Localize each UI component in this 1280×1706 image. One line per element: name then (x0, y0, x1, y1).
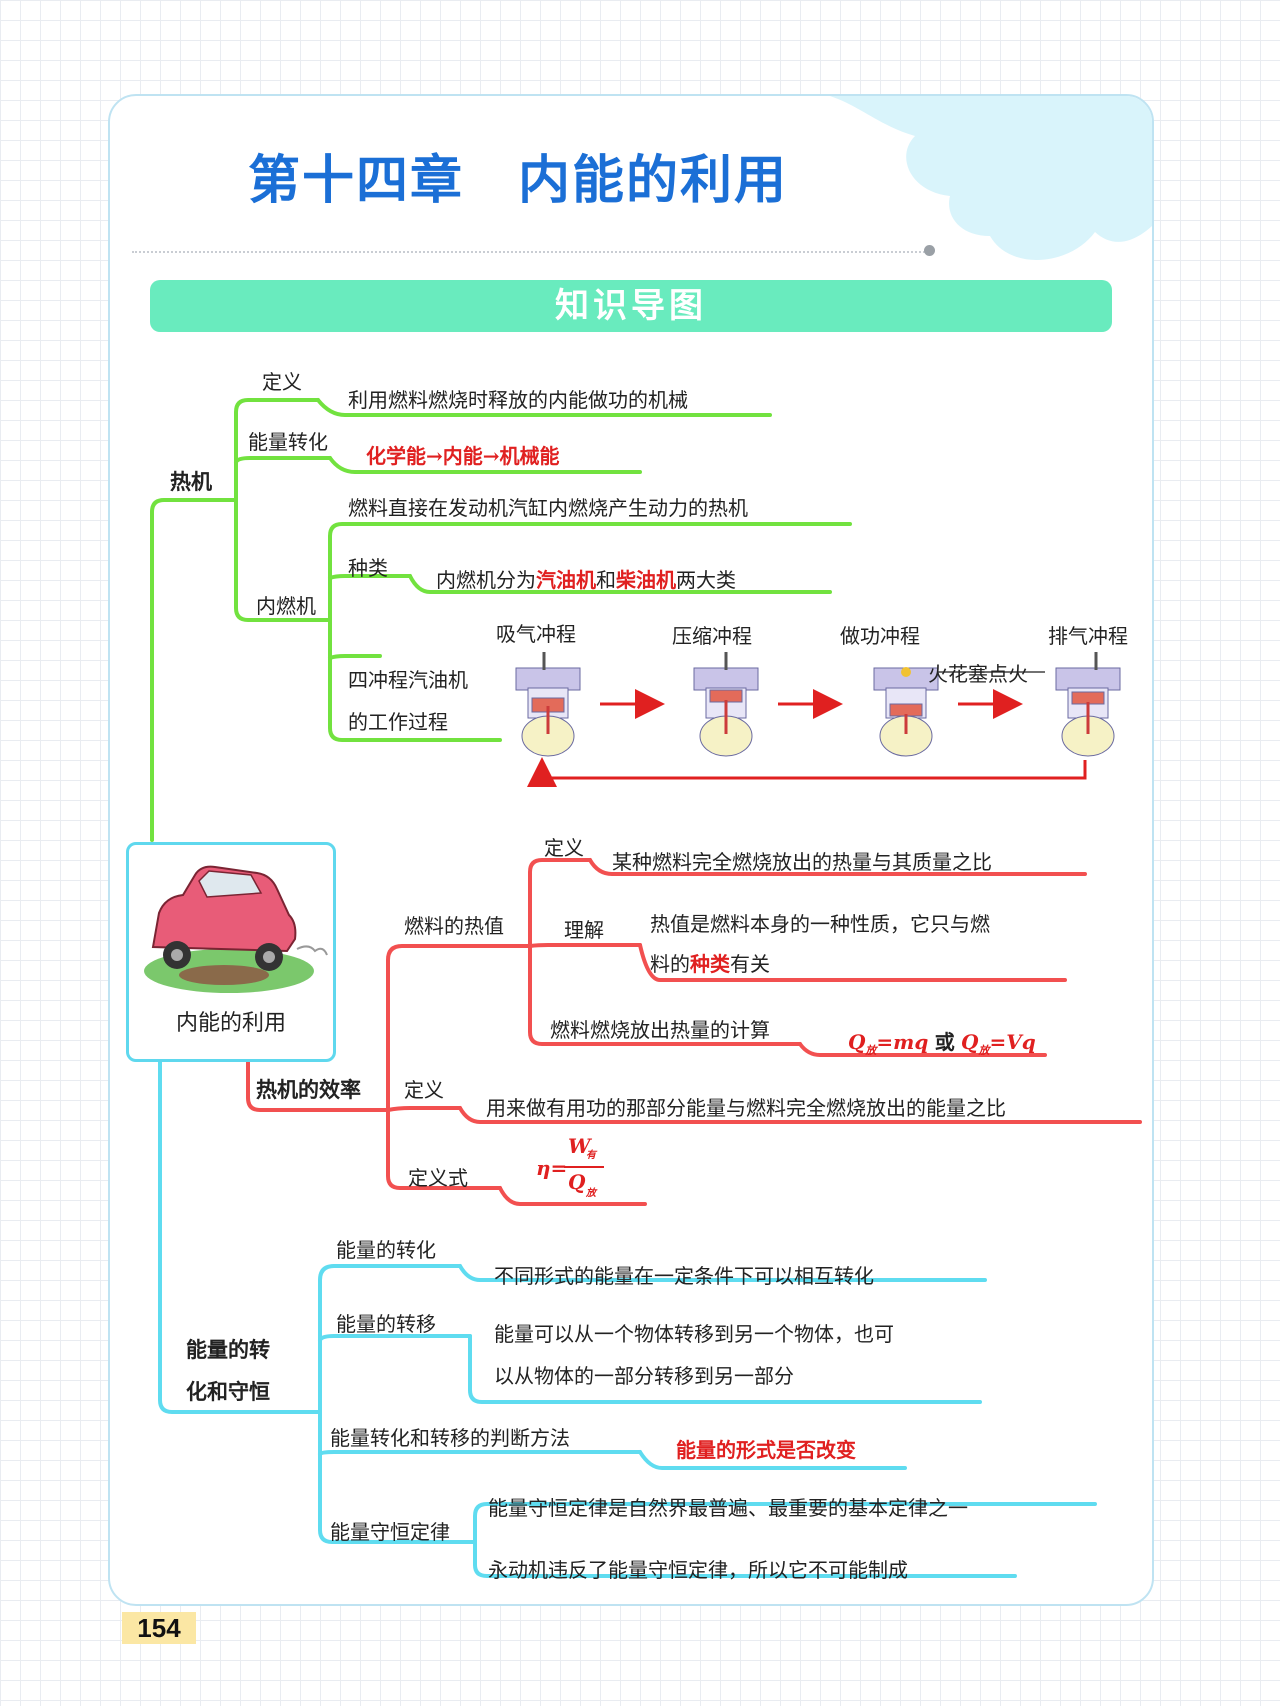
central-topic: 内能的利用 (126, 842, 336, 1062)
central-topic-label: 内能的利用 (175, 1011, 286, 1036)
node-heat-calculation: 燃料燃烧放出热量的计算 (550, 1018, 770, 1042)
node-ice: 内燃机 (256, 594, 316, 618)
engine-power-icon (873, 667, 939, 757)
node-formula: 定义式 (408, 1166, 468, 1190)
node-judge-method: 能量转化和转移的判断方法 (330, 1426, 570, 1450)
node-conservation-line-2: 化和守恒 (186, 1380, 270, 1404)
heat-value-definition-text: 某种燃料完全燃烧放出的热量与其质量之比 (612, 850, 992, 874)
conversion-text: 不同形式的能量在一定条件下可以相互转化 (494, 1264, 874, 1288)
node-conservation-line-1: 能量的转 (186, 1338, 270, 1362)
definition-text: 利用燃料燃烧时释放的内能做功的机械 (348, 388, 688, 412)
ice-description: 燃料直接在发动机汽缸内燃烧产生动力的热机 (348, 496, 748, 520)
spark-plug-note: 火花塞点火 (928, 662, 1028, 686)
node-energy-conversion-2: 能量的转化 (336, 1238, 436, 1262)
section-banner: 知识导图 (150, 280, 1112, 332)
car-icon (144, 865, 328, 993)
node-types: 种类 (348, 556, 388, 580)
law-line-1: 能量守恒定律是自然界最普遍、最重要的基本定律之一 (488, 1496, 968, 1520)
stroke-intake: 吸气冲程 (496, 622, 576, 646)
node-heat-engine: 热机 (170, 470, 212, 494)
node-efficiency-definition: 定义 (404, 1078, 444, 1102)
heat-formula: Q放=mq 或 Q放=Vq (848, 1030, 1036, 1057)
divider-dot (924, 245, 935, 256)
types-text: 内燃机分为汽油机和柴油机两大类 (436, 568, 736, 592)
energy-conversion-text: 化学能→内能→机械能 (366, 444, 560, 468)
node-fuel-heat-value: 燃料的热值 (404, 914, 504, 938)
understanding-line-1: 热值是燃料本身的一种性质，它只与燃 (650, 912, 990, 936)
efficiency-definition-text: 用来做有用功的那部分能量与燃料完全燃烧放出的能量之比 (486, 1096, 1006, 1120)
judge-text: 能量的形式是否改变 (676, 1438, 856, 1462)
engine-intake-icon (515, 652, 581, 757)
stroke-power: 做功冲程 (840, 624, 920, 648)
title-divider (132, 251, 932, 253)
engine-exhaust-icon (1055, 652, 1121, 757)
stroke-compression: 压缩冲程 (672, 624, 752, 648)
node-energy-transfer: 能量的转移 (336, 1312, 436, 1336)
node-understanding: 理解 (564, 918, 604, 942)
understanding-line-2: 料的种类有关 (650, 952, 770, 976)
law-line-2: 永动机违反了能量守恒定律，所以它不可能制成 (488, 1558, 908, 1582)
transfer-line-2: 以从物体的一部分转移到另一部分 (494, 1364, 794, 1388)
efficiency-formula: η= W 有 Q 放 (536, 1132, 608, 1202)
node-efficiency: 热机的效率 (256, 1078, 361, 1102)
stroke-exhaust: 排气冲程 (1048, 624, 1128, 648)
chapter-title: 第十四章 内能的利用 (248, 152, 789, 210)
node-conservation-law: 能量守恒定律 (330, 1520, 450, 1544)
cloud-decoration (830, 96, 1152, 260)
four-stroke-label-2: 的工作过程 (348, 710, 448, 734)
node-definition: 定义 (262, 370, 302, 394)
page-number: 154 (122, 1612, 196, 1644)
node-heat-value-definition: 定义 (544, 836, 584, 860)
transfer-line-1: 能量可以从一个物体转移到另一个物体，也可 (494, 1322, 894, 1346)
node-energy-conversion: 能量转化 (248, 430, 328, 454)
four-stroke-label-1: 四冲程汽油机 (348, 668, 468, 692)
engine-compression-icon (693, 652, 759, 757)
